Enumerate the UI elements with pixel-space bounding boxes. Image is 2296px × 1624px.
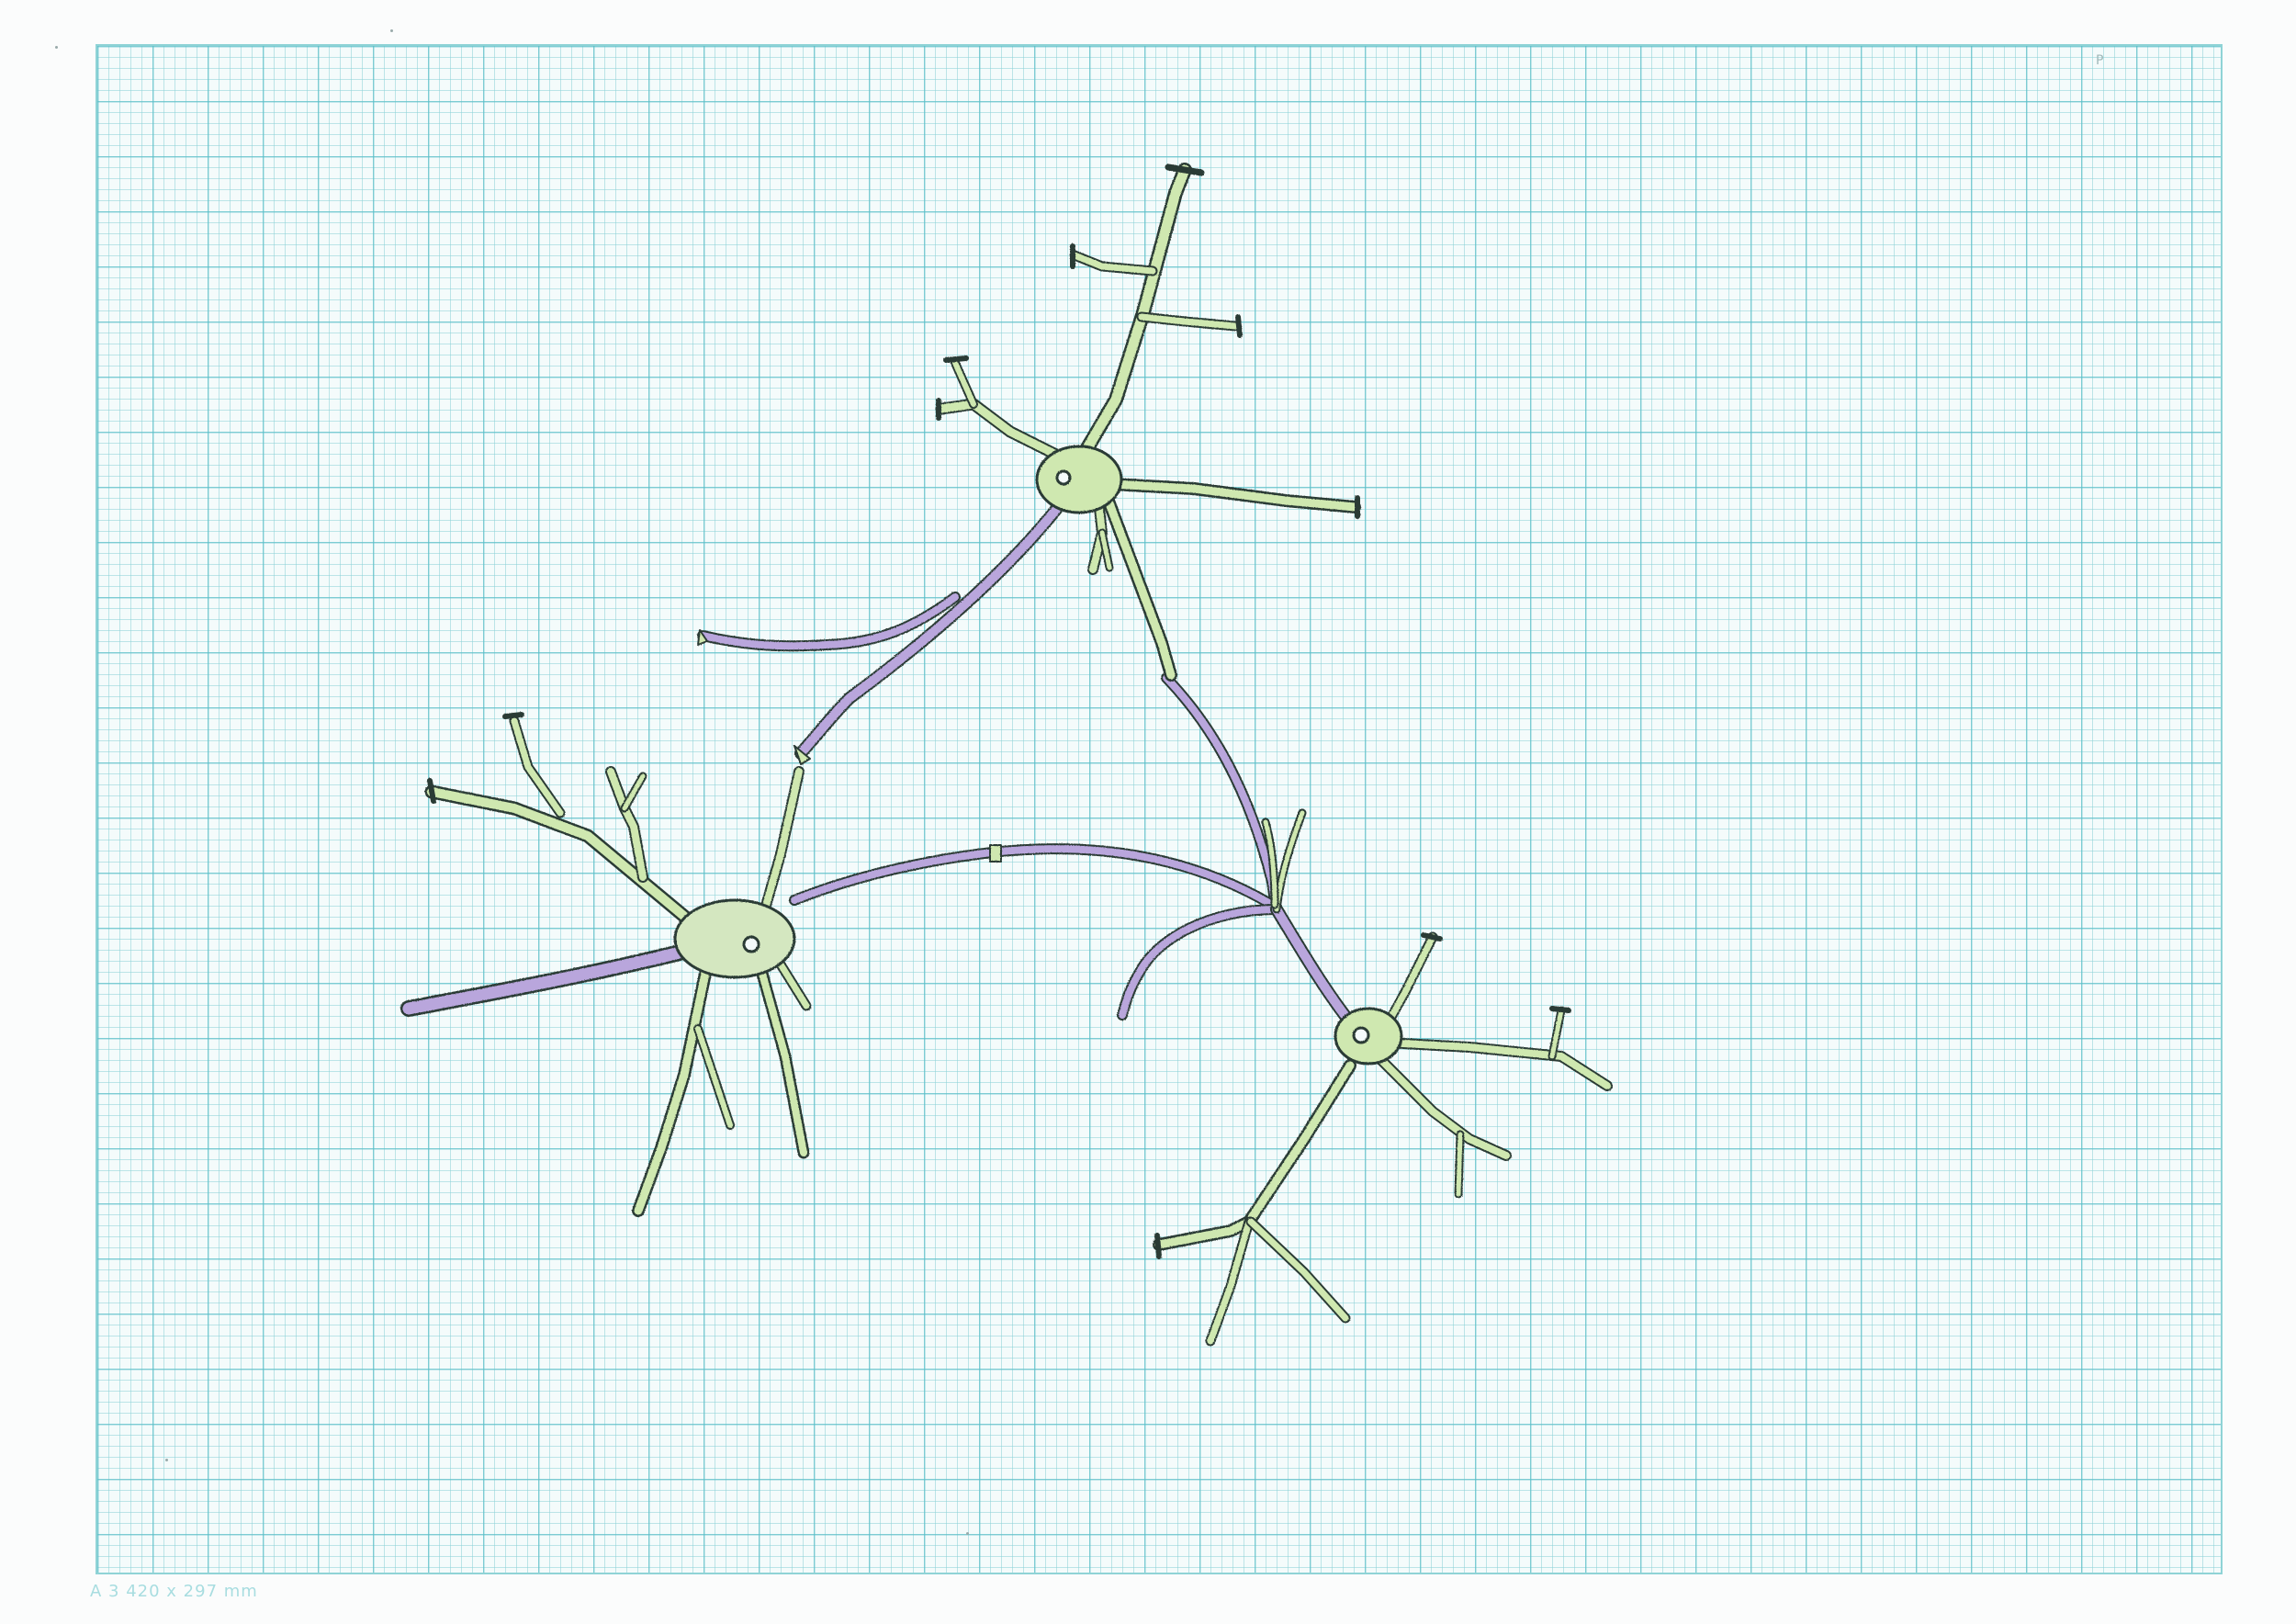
nucleus-icon: [1352, 1026, 1370, 1044]
paper-speck: [390, 29, 393, 32]
dendrite-icon: [935, 163, 1361, 682]
dendrite-icon: [424, 712, 812, 1217]
corner-mark: P: [2096, 53, 2104, 68]
axon-top-to-right-icon: [1161, 672, 1280, 908]
axon-top-to-left-icon: [793, 485, 1076, 765]
neuron-right-icon: [1153, 931, 1613, 1347]
soma-icon: [673, 898, 796, 979]
paper-speck: [966, 1532, 969, 1535]
paper-format-label: A 3 420 x 297 mm: [90, 1582, 258, 1601]
paper-speck: [165, 1459, 168, 1461]
dendrite-icon: [1153, 931, 1613, 1347]
axon-top-left-branch-icon: [697, 592, 961, 652]
axon-right-curl-icon: [1117, 904, 1282, 1021]
nucleus-icon: [742, 935, 760, 953]
nucleus-icon: [1055, 469, 1072, 486]
soma-icon: [1035, 445, 1123, 514]
axon-right-stem-icon: [1261, 808, 1366, 1040]
axon-left-long-icon: [400, 940, 706, 1017]
axon-left-to-right-icon: [789, 843, 1277, 910]
millimeter-grid: [96, 44, 2223, 1574]
neuron-top-icon: [935, 163, 1361, 682]
paper-speck: [55, 46, 58, 49]
neuron-left-icon: [424, 712, 812, 1217]
